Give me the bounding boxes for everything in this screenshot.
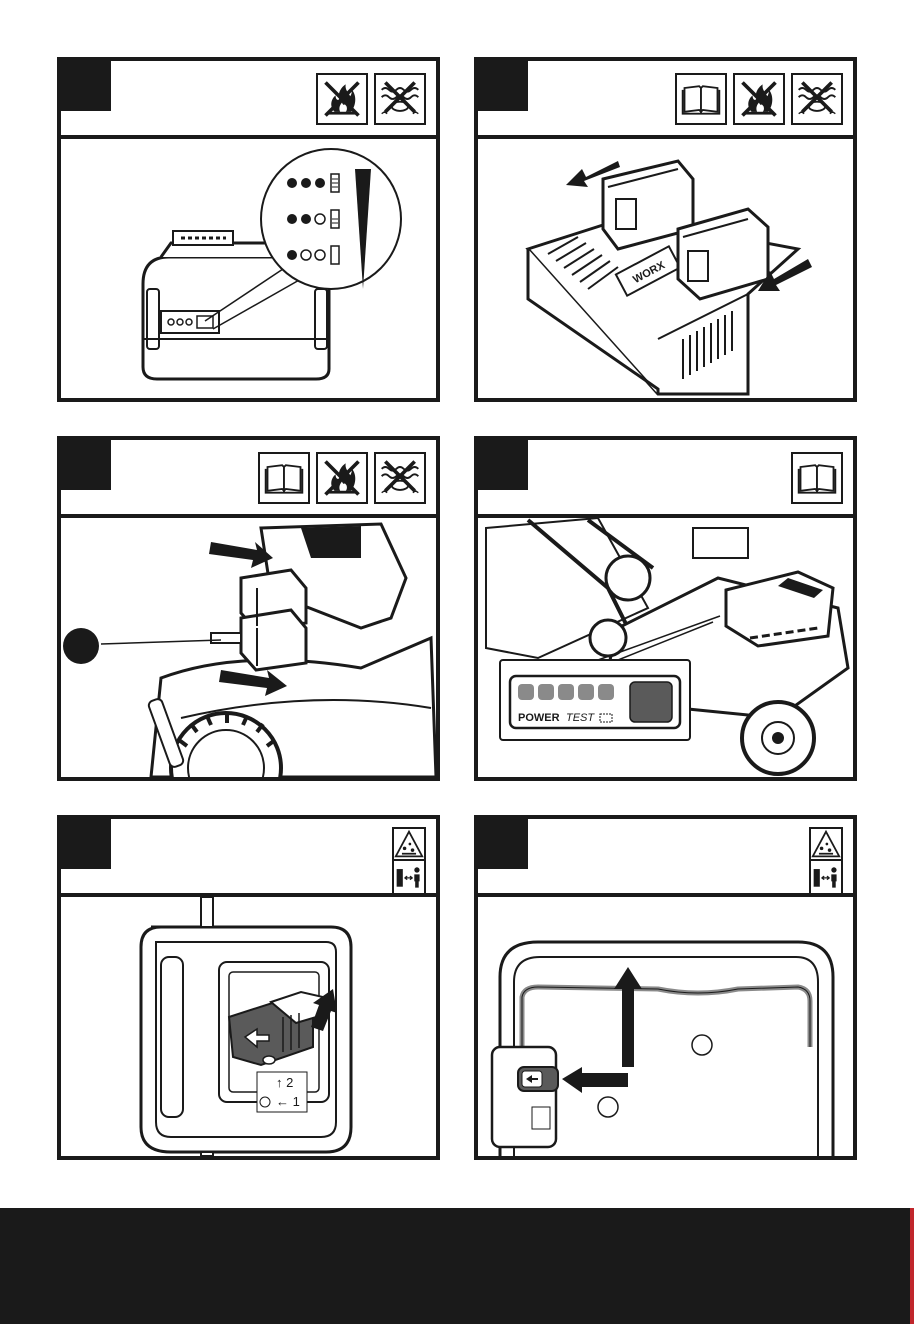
step-number-box — [61, 819, 111, 869]
test-label: TEST — [566, 712, 595, 724]
thrown-object-icon — [392, 827, 426, 861]
panel-dual-charger: WORX — [474, 57, 857, 402]
panel-power-test: POWER TEST — [474, 436, 857, 781]
manual-icon — [791, 452, 843, 504]
footer-bar — [0, 1208, 910, 1324]
power-label: POWER — [518, 712, 560, 724]
keep-distance-icon — [392, 861, 426, 895]
panel-battery-level — [57, 57, 440, 402]
mower-battery-bay-illustration — [61, 518, 436, 777]
power-test-illustration: POWER TEST — [478, 518, 853, 777]
panel-header — [478, 61, 853, 139]
test-button — [630, 682, 672, 722]
safety-key-illustration: ↑ 2 ← 1 — [61, 897, 436, 1156]
panel-header — [61, 61, 436, 139]
battery-illustration — [61, 139, 436, 398]
footer-edge-accent — [910, 1208, 914, 1324]
warning-icons — [316, 73, 426, 125]
panel-insert-battery — [57, 436, 440, 781]
no-water-icon — [791, 73, 843, 125]
press-button-arrow-icon — [562, 1067, 628, 1093]
panel-header — [478, 819, 853, 897]
callout-circle — [692, 1035, 712, 1055]
warning-icons — [392, 827, 426, 895]
manual-icon — [675, 73, 727, 125]
step-number-box — [478, 819, 528, 869]
panel-header — [61, 440, 436, 518]
keep-distance-icon — [809, 861, 843, 895]
step-number-box — [61, 61, 111, 111]
start-handle-illustration — [478, 897, 853, 1156]
step-number-box — [478, 440, 528, 490]
panel-start-handle — [474, 815, 857, 1160]
warning-icons — [791, 452, 843, 504]
step-number-box — [61, 440, 111, 490]
callout-marker — [63, 628, 99, 664]
no-fire-icon — [316, 452, 368, 504]
step-1-label: ← 1 — [276, 1094, 300, 1109]
step-number-box — [478, 61, 528, 111]
no-fire-icon — [733, 73, 785, 125]
panel-header — [61, 819, 436, 897]
warning-icons — [675, 73, 843, 125]
step-2-label: ↑ 2 — [276, 1075, 293, 1090]
manual-icon — [258, 452, 310, 504]
led-indicators — [518, 684, 614, 700]
warning-icons — [809, 827, 843, 895]
charger-illustration: WORX — [478, 139, 853, 398]
no-water-icon — [374, 73, 426, 125]
warning-icons — [258, 452, 426, 504]
panel-safety-key: ↑ 2 ← 1 — [57, 815, 440, 1160]
panel-header — [478, 440, 853, 518]
thrown-object-icon — [809, 827, 843, 861]
no-fire-icon — [316, 73, 368, 125]
push-bar-arrow-icon — [614, 967, 642, 1067]
callout-circle — [598, 1097, 618, 1117]
no-water-icon — [374, 452, 426, 504]
